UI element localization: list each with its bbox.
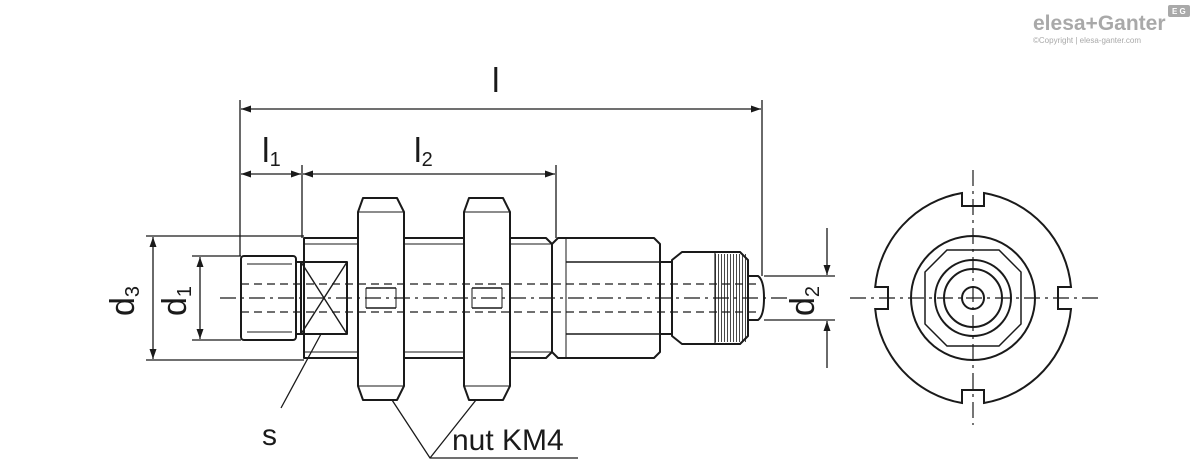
- label-l: l: [492, 62, 500, 100]
- logo-badge: [1168, 5, 1190, 17]
- leader-nut-2: [429, 399, 477, 459]
- logo-badge-text: E G: [1172, 7, 1186, 16]
- logo-copyright: ©Copyright | elesa-ganter.com: [1033, 36, 1141, 45]
- label-s: s: [262, 419, 277, 452]
- label-l2: l2: [414, 132, 433, 171]
- nut-km4-right: [463, 197, 511, 401]
- label-nut-km4: nut KM4: [452, 424, 564, 457]
- knurled-knob: [671, 251, 749, 345]
- label-d3: d3: [104, 286, 144, 316]
- leader-s: [280, 333, 322, 409]
- dimension-lines: [146, 100, 835, 459]
- brand-logo: elesa+Ganter E G ©Copyright | elesa-gant…: [1033, 5, 1190, 45]
- nut-km4-left: [357, 197, 405, 401]
- side-view: [220, 197, 790, 401]
- label-l1: l1: [262, 132, 281, 171]
- label-d1: d1: [156, 286, 196, 316]
- end-view: [850, 170, 1100, 425]
- label-d2: d2: [784, 286, 824, 316]
- logo-text: elesa+Ganter: [1033, 12, 1166, 35]
- dimension-labels: l l1 l2 d3 d1 d2 s nut KM4: [104, 62, 824, 457]
